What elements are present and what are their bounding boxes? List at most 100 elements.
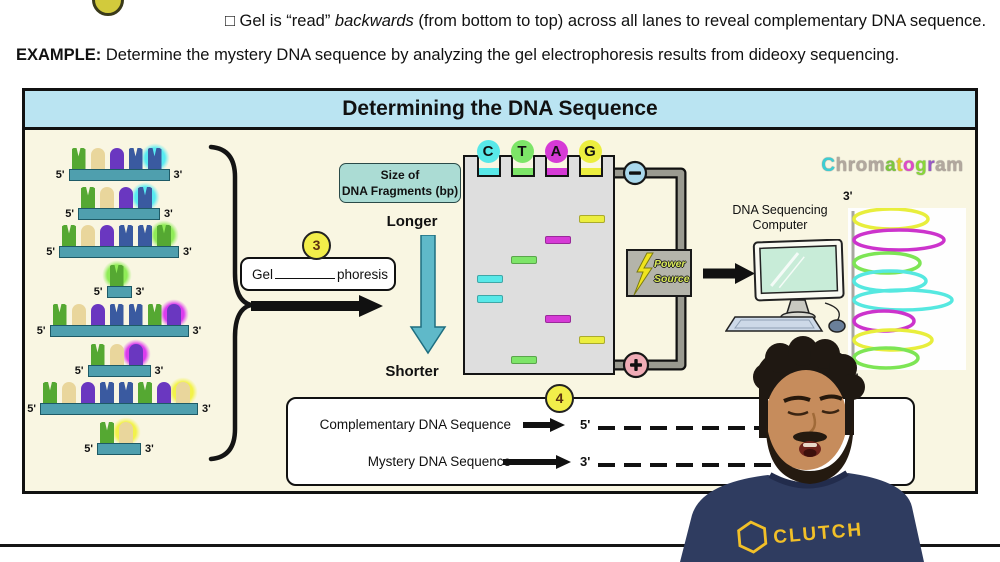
sequence-blank-dash [728, 426, 745, 430]
example-line: EXAMPLE: Determine the mystery DNA seque… [16, 46, 899, 65]
sequence-row-label: Complementary DNA Sequence [319, 417, 511, 432]
shirt-collar [768, 470, 849, 489]
sequence-arrow-shaft [503, 459, 557, 465]
diagram-title: Determining the DNA Sequence [342, 97, 658, 120]
nucleotide-tan [119, 422, 133, 443]
nucleotide-blue [128, 148, 143, 169]
lightning-bolt-icon [633, 252, 654, 296]
nucleotide-blue [109, 304, 124, 325]
nucleotide-blue [138, 187, 152, 208]
fragment-backbone [106, 286, 132, 298]
size-direction-arrow [409, 235, 447, 355]
nucleotide-green [157, 225, 171, 246]
chromatogram-title-letter: h [835, 155, 848, 176]
nucleotide-green [62, 225, 76, 246]
chromatogram-title-letter: r [927, 155, 936, 176]
chromatogram-trace [851, 207, 954, 370]
chromatogram-peak-T [852, 346, 920, 370]
gel-to-computer-arrow [703, 263, 755, 284]
chromatogram-peak-G [852, 207, 930, 231]
gel-slab [463, 155, 615, 375]
nucleotide-green [138, 382, 152, 403]
nucleotide-tan [176, 382, 190, 403]
gel-band-T [511, 356, 537, 364]
dna-sequencing-diagram: Determining the DNA Sequence 5' 3' 5' 3' 5' 3… [22, 88, 978, 494]
size-box-line2: DNA Fragments (bp) [341, 184, 459, 198]
chromatogram-title-letter: r [847, 155, 856, 176]
nucleotide-blue [100, 382, 114, 403]
fragment-size-box: Size of DNA Fragments (bp) [339, 163, 461, 203]
chromatogram-peak-C [852, 288, 954, 312]
nucleotide-tan [90, 148, 105, 169]
nucleotide-green [43, 382, 57, 403]
gel-lane-letter-T: T [510, 140, 534, 163]
chromatogram-title-letter: m [946, 155, 964, 176]
chromatogram-title-letter: C [821, 155, 836, 176]
sequence-blank-dash [754, 463, 771, 467]
nucleotide-purple [128, 344, 143, 365]
fragment-backbone [97, 443, 141, 455]
chromatogram-peak-G [852, 328, 934, 352]
three-prime-label: 3' [154, 365, 164, 377]
size-box-line1: Size of [380, 168, 420, 182]
gel-lane-letter-A: A [544, 140, 568, 163]
sequence-row-label: Mystery DNA Sequence [367, 454, 511, 469]
sequence-blank-dash [702, 426, 719, 430]
chromatogram-panel [848, 207, 966, 370]
computer-illustration [725, 239, 846, 333]
example-label: EXAMPLE: [16, 46, 102, 64]
nucleotide-green [147, 304, 162, 325]
computer-label-line1: DNA Sequencing [732, 203, 828, 217]
chromatogram-title-letter: m [867, 155, 886, 176]
nucleotide-blue [128, 304, 143, 325]
gel-electrophoresis-fill-in-box: Gel phoresis [240, 257, 396, 291]
mustache [793, 431, 827, 443]
sequence-arrow [503, 455, 571, 469]
longer-label: Longer [386, 213, 438, 230]
well-sample-T [513, 168, 533, 175]
three-prime-label: 3' [135, 286, 145, 298]
nucleotide-green [100, 422, 114, 443]
nucleotide-green [52, 304, 67, 325]
nucleotide-tan [109, 344, 124, 365]
chromatogram-peak-A [852, 228, 946, 252]
gel-label-prefix: Gel [252, 267, 274, 282]
gel-band-C [477, 275, 503, 283]
bullet-note-suffix: (from bottom to top) across all lanes to… [413, 12, 987, 30]
chromatogram-top-prime: 3' [843, 189, 853, 203]
sequence-blank-dash [624, 426, 641, 430]
five-prime-label: 5' [27, 403, 36, 415]
well-sample-G [581, 168, 601, 175]
gel-label-suffix: phoresis [337, 267, 389, 282]
five-prime-label: 5' [93, 286, 103, 298]
five-prime-label: 5' [84, 443, 93, 455]
sequence-blank-dash [624, 463, 641, 467]
nucleotide-blue [119, 382, 133, 403]
eye-right [821, 408, 840, 414]
nucleotide-tan [81, 225, 95, 246]
bullet-note-italic: backwards [334, 12, 414, 30]
nose [809, 412, 817, 434]
gel-band-G [579, 336, 605, 344]
chromatogram-peak-T [852, 251, 922, 275]
nucleotide-purple [81, 382, 95, 403]
nucleotide-blue [119, 225, 133, 246]
chromatogram-title-letter: t [896, 155, 904, 176]
mouse-icon [828, 319, 846, 333]
sequence-prime-label: 5' [580, 417, 591, 432]
fragment-backbone [49, 325, 189, 337]
five-prime-label: 5' [74, 365, 84, 377]
fragment-backbone [87, 365, 151, 377]
nucleotide-green [71, 148, 86, 169]
five-prime-label: 5' [65, 208, 74, 220]
three-prime-label: 3' [173, 169, 183, 181]
chromatogram-title-letter: a [885, 155, 897, 176]
gel-lane-letter-G: G [578, 140, 602, 163]
sequence-blank-dash [676, 463, 693, 467]
three-prime-label: 3' [202, 403, 211, 415]
fragments-to-gel-arrow [251, 295, 383, 317]
nucleotide-tan [71, 304, 86, 325]
eye-left [787, 410, 809, 416]
